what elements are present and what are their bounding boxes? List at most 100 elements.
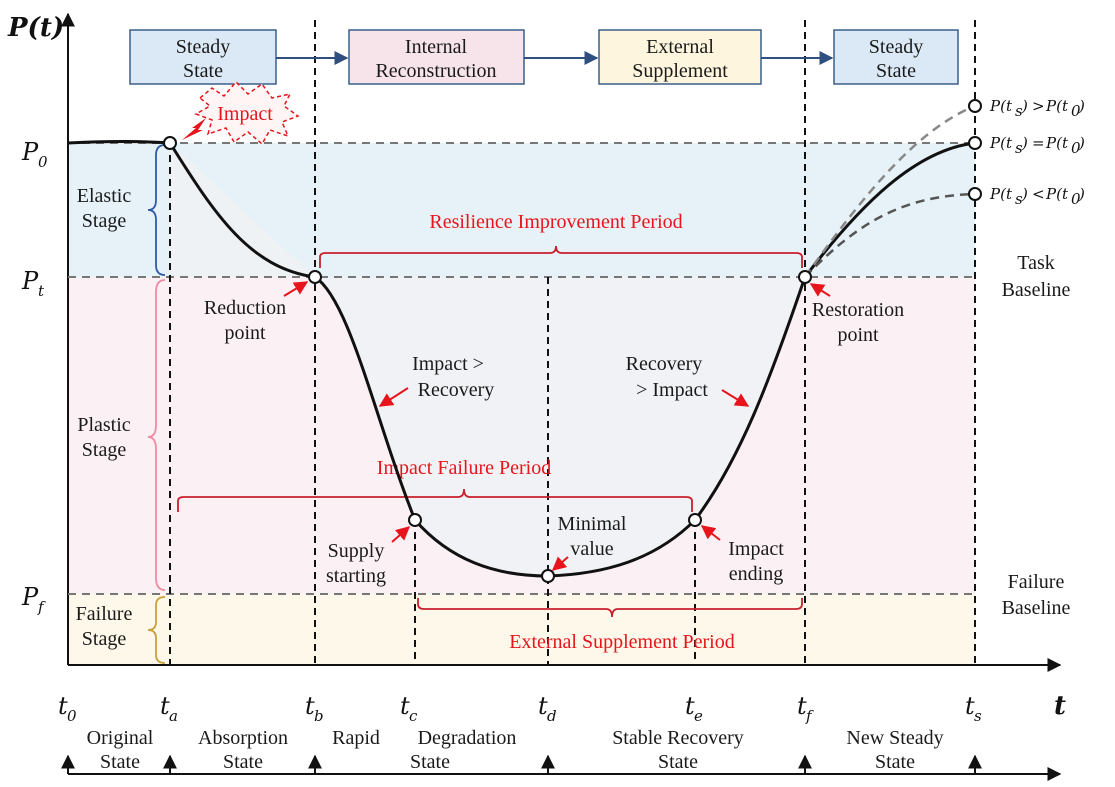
- task-baseline-label: Task Baseline: [1002, 252, 1071, 301]
- svg-text:Steady: Steady: [869, 36, 923, 58]
- svg-text:t: t: [797, 692, 807, 720]
- svg-text:Internal: Internal: [405, 36, 468, 58]
- failure-baseline-label: Failure Baseline: [1002, 571, 1071, 619]
- svg-text:t: t: [538, 692, 548, 720]
- outcome-above-formula: P(t s ) > P(t 0 ): [989, 97, 1085, 120]
- svg-text:Steady: Steady: [176, 36, 230, 58]
- outcome-point-equal: [968, 136, 982, 150]
- svg-text:P(t: P(t: [1045, 134, 1069, 152]
- restoration-point-annotation: Restoration point: [809, 283, 904, 346]
- resilience-improvement-label: Resilience Improvement Period: [429, 211, 682, 233]
- svg-text:b: b: [314, 707, 324, 725]
- svg-text:Failure: Failure: [1008, 571, 1065, 593]
- svg-text:P(t: P(t: [1045, 185, 1069, 203]
- svg-text:t: t: [305, 692, 315, 720]
- state-rapid: Rapid: [332, 727, 380, 749]
- level-p0: P 0: [21, 138, 48, 171]
- svg-text:t: t: [965, 692, 975, 720]
- svg-text:starting: starting: [326, 565, 386, 587]
- outcome-equal-formula: P(t s ) = P(t 0 ): [989, 134, 1085, 157]
- curve-above-p0: [803, 104, 976, 278]
- svg-text:Recovery: Recovery: [418, 379, 495, 401]
- svg-text:Supplement: Supplement: [632, 60, 728, 82]
- impact-failure-label: Impact Failure Period: [377, 457, 551, 479]
- svg-text:Reduction: Reduction: [204, 297, 286, 319]
- svg-text:0: 0: [38, 153, 48, 171]
- svg-text:State: State: [876, 60, 916, 82]
- elastic-stage-line1: Elastic: [77, 185, 132, 207]
- svg-text:value: value: [570, 538, 613, 560]
- failure-brace: [147, 596, 166, 664]
- svg-text:ending: ending: [729, 563, 783, 585]
- svg-text:> Impact: > Impact: [636, 379, 708, 401]
- plastic-stage-line2: Stage: [82, 439, 127, 461]
- level-pt: P t: [21, 267, 45, 300]
- svg-text:Absorption: Absorption: [198, 727, 288, 749]
- svg-text:Baseline: Baseline: [1002, 597, 1071, 619]
- svg-text:c: c: [409, 707, 418, 725]
- svg-text:Rapid: Rapid: [332, 727, 380, 749]
- svg-text:P(t: P(t: [989, 185, 1013, 203]
- svg-text:a: a: [169, 707, 178, 725]
- minimal-value-point: [541, 569, 555, 583]
- svg-text:s: s: [974, 707, 982, 725]
- x-axis-title: t: [1054, 691, 1066, 721]
- impact-burst: Impact: [194, 80, 300, 146]
- svg-text:Impact: Impact: [728, 538, 784, 560]
- supply-starting-annotation: Supply starting: [326, 526, 411, 587]
- failure-stage-line1: Failure: [76, 603, 133, 625]
- svg-text:State: State: [100, 751, 140, 773]
- failure-stage-line2: Stage: [82, 628, 127, 650]
- svg-text:f: f: [37, 598, 46, 616]
- svg-text:0: 0: [1071, 102, 1081, 120]
- svg-text:External: External: [646, 36, 714, 58]
- curve-upper-fill: [170, 143, 315, 277]
- restoration-point: [798, 270, 812, 284]
- svg-text:P(t: P(t: [1045, 97, 1069, 115]
- phase-box-steady-1: Steady State: [129, 29, 277, 85]
- phase-box-steady-2: Steady State: [833, 29, 959, 85]
- external-supplement-label: External Supplement Period: [509, 631, 735, 653]
- svg-text:Task: Task: [1017, 252, 1054, 274]
- impact-ending-point: [688, 513, 702, 527]
- plastic-brace: [147, 279, 166, 591]
- svg-text:): ): [1021, 97, 1028, 115]
- state-absorption: Absorption State: [198, 727, 288, 773]
- elastic-stage-line2: Stage: [82, 210, 127, 232]
- svg-text:P(t: P(t: [989, 134, 1013, 152]
- svg-text:f: f: [805, 707, 814, 725]
- impact-recovery-note: Impact > Recovery: [378, 353, 495, 407]
- elastic-brace: [147, 144, 166, 276]
- svg-text:Impact: Impact: [217, 103, 273, 125]
- reduction-point-annotation: Reduction point: [204, 281, 309, 344]
- supply-starting-point: [408, 513, 422, 527]
- recovery-impact-note: Recovery > Impact: [626, 353, 750, 407]
- svg-text:point: point: [837, 324, 879, 346]
- svg-text:State: State: [658, 751, 698, 773]
- impact-failure-bracket: [177, 488, 693, 512]
- svg-text:point: point: [224, 322, 266, 344]
- svg-text:State: State: [875, 751, 915, 773]
- external-supplement-bracket: [417, 598, 803, 618]
- svg-text:): ): [1021, 185, 1028, 203]
- svg-text:): ): [1078, 185, 1085, 203]
- svg-text:): ): [1078, 134, 1085, 152]
- svg-text:e: e: [694, 707, 703, 725]
- failure-zone: [68, 594, 975, 665]
- curve-below-p0: [804, 192, 976, 278]
- svg-text:Supply: Supply: [328, 540, 385, 562]
- state-original: Original State: [87, 727, 154, 773]
- svg-text:d: d: [547, 707, 557, 725]
- svg-text:0: 0: [1071, 190, 1081, 208]
- svg-text:State: State: [410, 751, 450, 773]
- svg-text:Stable Recovery: Stable Recovery: [612, 727, 744, 749]
- svg-text:Original: Original: [87, 727, 154, 749]
- phase-box-internal-reconstruction: Internal Reconstruction: [348, 29, 525, 85]
- svg-text:s: s: [1015, 102, 1023, 120]
